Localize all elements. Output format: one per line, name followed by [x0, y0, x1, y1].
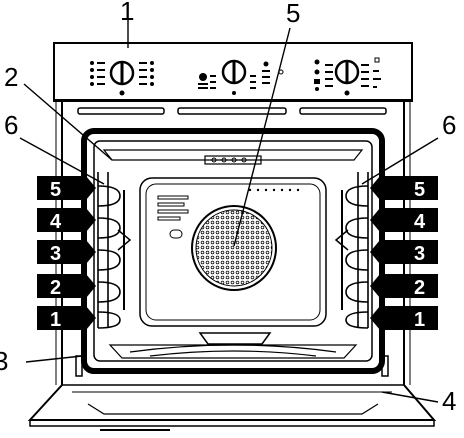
left-shelf-tag-2: 2 — [37, 274, 96, 299]
right-shelf-support — [345, 172, 369, 329]
callout-fan: 5 — [286, 0, 300, 28]
svg-text:1: 1 — [50, 309, 61, 331]
left-shelf-tag-1: 1 — [37, 306, 96, 331]
function-knob-icon — [90, 60, 154, 96]
callout-control-panel: 1 — [120, 0, 134, 26]
right-shelf-tag-1: 1 — [370, 306, 438, 331]
left-shelf-tag-3: 3 — [37, 240, 96, 265]
vent-slots — [77, 107, 387, 115]
svg-text:1: 1 — [414, 309, 425, 331]
svg-text:2: 2 — [50, 277, 61, 299]
callouts: 1 5 2 6 6 3 4 — [0, 0, 456, 416]
left-shelf-support — [97, 172, 121, 329]
leader-lines — [19, 18, 439, 403]
right-shelf-tag-5: 5 — [370, 176, 438, 201]
callout-left-rail: 2 — [4, 62, 18, 92]
right-shelf-tags: 5 4 3 2 1 — [370, 176, 438, 331]
timer-knob-icon — [198, 59, 284, 95]
left-shelf-tag-5: 5 — [37, 176, 96, 201]
left-shelf-tags: 5 4 3 2 1 — [37, 176, 96, 331]
svg-text:5: 5 — [50, 179, 61, 201]
control-panel — [53, 42, 413, 115]
left-shelf-tag-4: 4 — [37, 208, 96, 233]
svg-text:4: 4 — [50, 211, 62, 233]
oven-body — [55, 101, 411, 386]
temperature-knob-icon — [314, 57, 381, 96]
callout-door: 4 — [442, 386, 456, 416]
callout-shelf-support-left: 6 — [4, 110, 18, 140]
right-shelf-tag-3: 3 — [370, 240, 438, 265]
svg-text:3: 3 — [414, 243, 425, 265]
right-shelf-tag-4: 4 — [370, 208, 438, 233]
right-shelf-tag-2: 2 — [370, 274, 438, 299]
svg-text:5: 5 — [414, 179, 425, 201]
oven-door — [27, 384, 437, 431]
svg-text:4: 4 — [414, 211, 426, 233]
svg-text:3: 3 — [50, 243, 61, 265]
svg-text:2: 2 — [414, 277, 425, 299]
callout-shelf-support-right: 6 — [442, 110, 456, 140]
callout-lamp-level: 3 — [0, 346, 8, 376]
fan-grille — [191, 205, 277, 291]
